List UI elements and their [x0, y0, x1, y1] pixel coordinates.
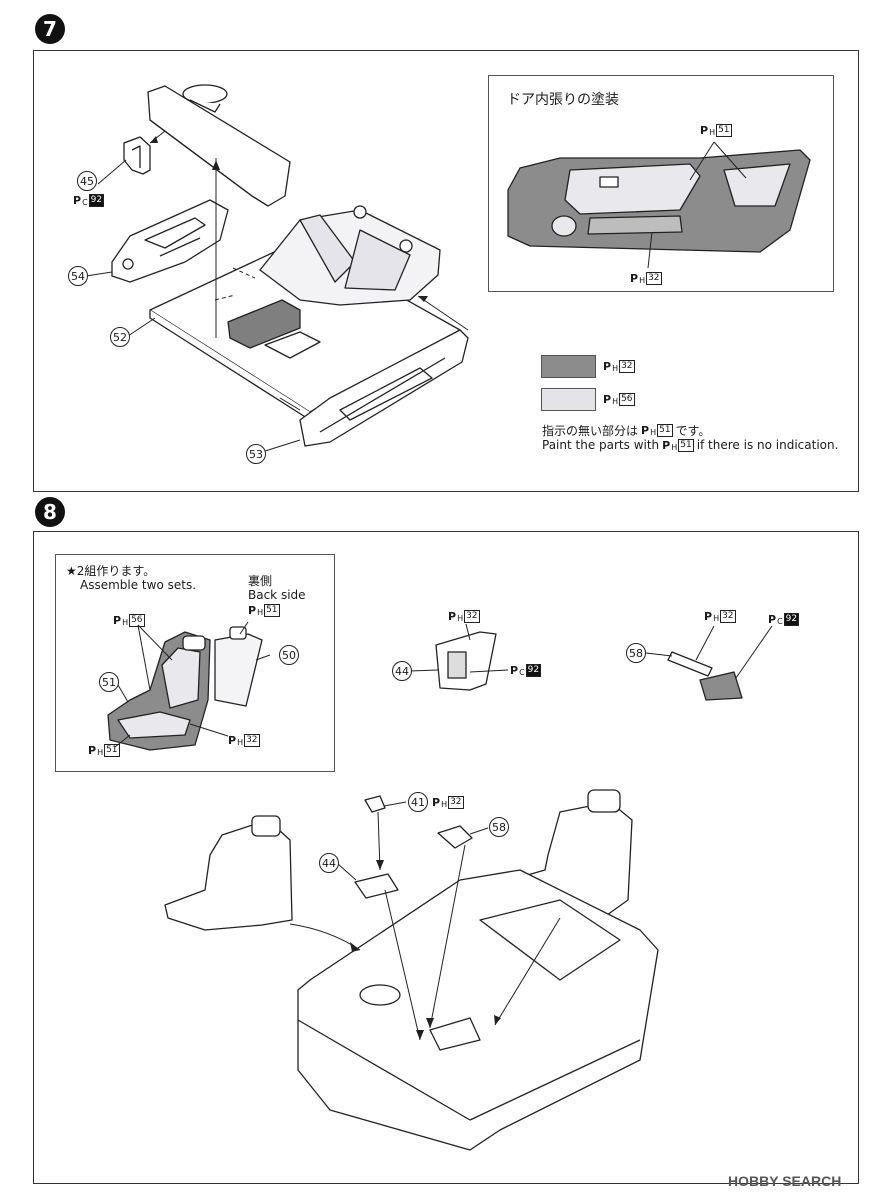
assemble-note-en: Assemble two sets.	[80, 578, 197, 592]
paint-code-value: 92	[783, 613, 800, 626]
assembly-part-58: 58	[489, 817, 509, 837]
part-number-53: 53	[246, 444, 266, 464]
paint-code-value: 32	[464, 610, 480, 623]
step-7-frame	[33, 50, 859, 492]
paint-code-value: 32	[646, 272, 662, 285]
paint-code-value: 51	[104, 744, 120, 757]
watermark-suffix: SEARCH	[782, 1173, 842, 1189]
part-number-45: 45	[77, 171, 97, 191]
watermark: HOBBY SEARCH	[728, 1173, 841, 1189]
door-painting-title: ドア内張りの塗装	[507, 92, 619, 108]
paint-code-value: 51	[657, 424, 673, 437]
watermark-brand: HOBBY	[728, 1173, 779, 1189]
back-side-en: Back side	[248, 588, 306, 602]
paint-code-value: 32	[244, 734, 260, 747]
paint-code-value: 92	[525, 664, 542, 677]
paint-code-value: 51	[264, 604, 280, 617]
paint-code-value: 56	[129, 614, 145, 627]
assembly-part-44: 44	[319, 853, 339, 873]
paint-code-value: 51	[716, 124, 732, 137]
part-number-54: 54	[68, 266, 88, 286]
part-number-52: 52	[110, 327, 130, 347]
swatch-dark	[541, 355, 596, 378]
step-8-frame	[33, 531, 859, 1184]
paint-code-value: 32	[619, 360, 635, 373]
part-number-50: 50	[279, 645, 299, 665]
part-number-41: 41	[408, 792, 428, 812]
paint-code-value: 32	[720, 610, 736, 623]
door-painting-inset	[488, 75, 834, 292]
back-side-jp: 裏側	[248, 574, 273, 588]
part-number-44: 44	[392, 661, 412, 681]
seat-painting-inset	[55, 554, 335, 772]
note-en-before: Paint the parts with	[542, 438, 660, 452]
step-8-badge: 8	[35, 497, 65, 527]
note-jp-before: 指示の無い部分は	[542, 424, 639, 438]
paint-code-value: 51	[678, 438, 694, 452]
step-7-badge: 7	[35, 14, 65, 44]
paint-code-value: 32	[448, 796, 464, 809]
paint-code-value: 56	[619, 393, 635, 406]
assemble-note-jp: ★2組作ります。	[66, 564, 156, 578]
part-number-58: 58	[626, 643, 646, 663]
swatch-light	[541, 388, 596, 411]
note-en-after: if there is no indication.	[696, 438, 839, 452]
paint-code-value: 92	[88, 194, 105, 207]
note-jp-after: です。	[675, 424, 711, 438]
part-number-51: 51	[99, 672, 119, 692]
